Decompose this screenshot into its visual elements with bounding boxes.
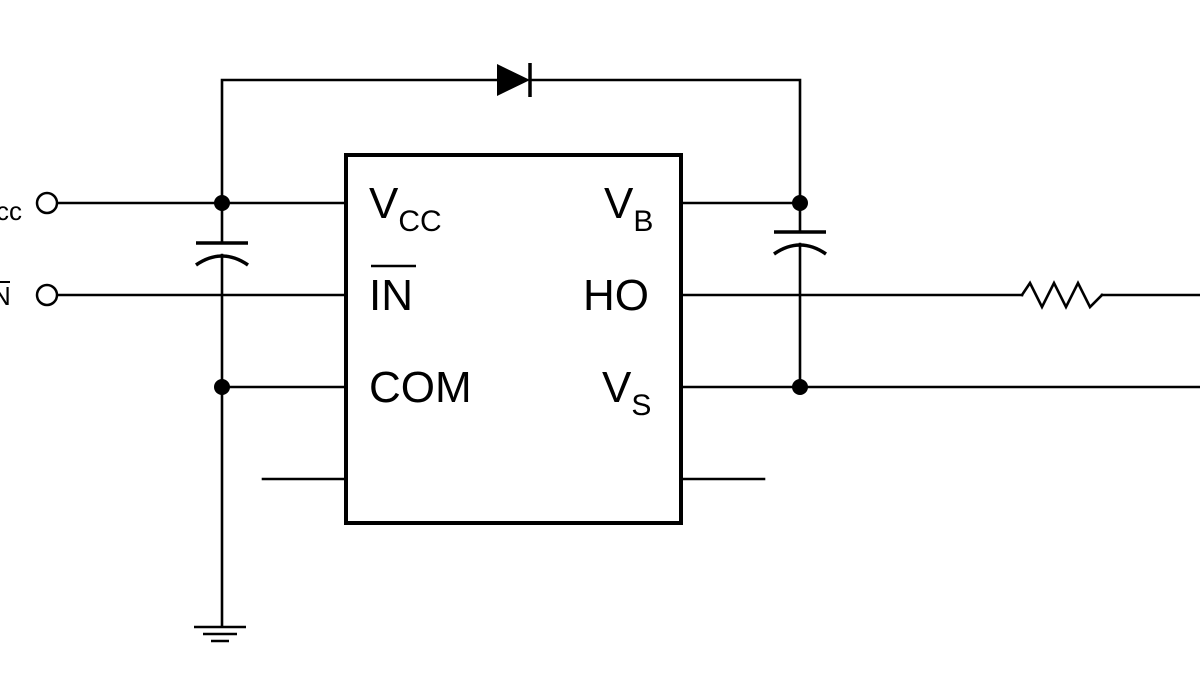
junction-dot-vcc <box>214 195 230 211</box>
in-input-terminal <box>35 283 59 307</box>
bootstrap-diode <box>497 63 532 97</box>
pin-label-vb: VB <box>604 179 653 238</box>
pin-label-in-group: IN <box>369 264 416 320</box>
gate-resistor <box>1020 280 1104 310</box>
junction-dot-com <box>214 379 230 395</box>
pin-label-com: COM <box>369 363 472 412</box>
pin-label-vs: VS <box>602 363 651 422</box>
vcc-input-terminal <box>35 191 59 215</box>
gate-driver-ic <box>344 153 683 525</box>
pin-label-vcc: VCC <box>369 179 442 238</box>
bootstrap-top-wire <box>220 78 802 205</box>
pin-label-in: IN <box>369 271 413 320</box>
ground-symbol <box>194 625 246 643</box>
in-input-label: N <box>0 281 11 311</box>
vcc-input-label: cc <box>0 196 22 226</box>
pin-label-ho: HO <box>583 271 649 320</box>
in-input-label-group: N <box>0 281 11 311</box>
junction-dot-vb <box>792 195 808 211</box>
junction-dot-vs <box>792 379 808 395</box>
